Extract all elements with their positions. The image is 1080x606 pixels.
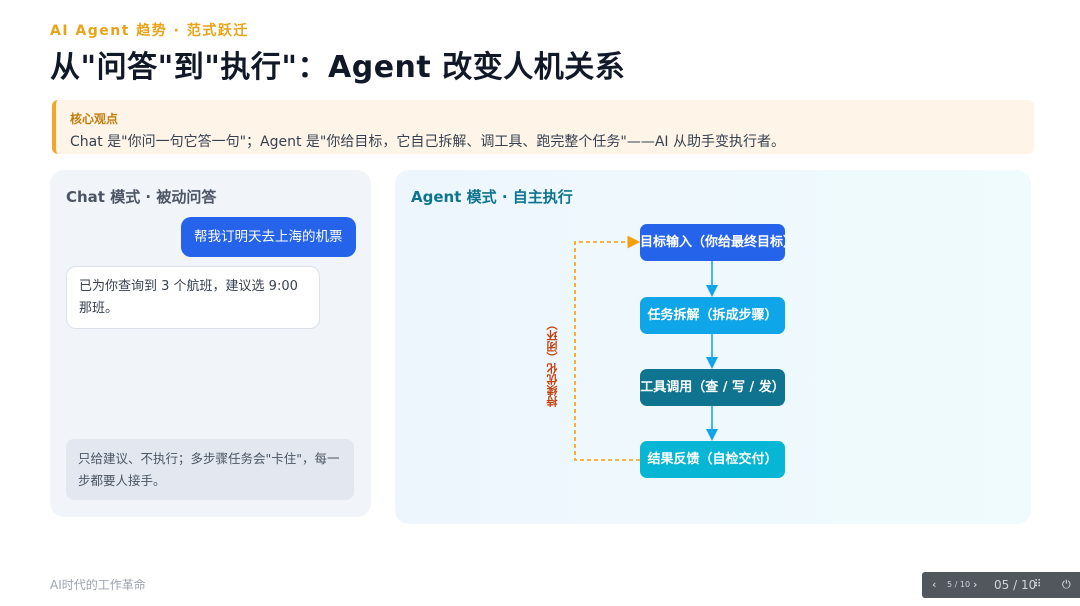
chat-limitation-note: 只给建议、不执行；多步骤任务会"卡住"，每一步都要人接手。 [66,439,354,500]
user-message-bubble: 帮我订明天去上海的机票 [181,217,356,257]
section-eyebrow: AI Agent 趋势 · 范式跃迁 [50,23,249,39]
page-title: 从"问答"到"执行"：Agent 改变人机关系 [50,50,626,85]
chat-panel-title: Chat 模式 · 被动问答 [66,188,217,206]
loop-label: 持续优化（闭环） [546,319,559,407]
page-counter: 05 / 10 [994,578,1037,592]
flow-step-tool-call: 工具调用（查 / 写 / 发） [640,369,785,406]
bot-message-bubble: 已为你查询到 3 个航班，建议选 9:00 那班。 [66,266,320,329]
flow-step-task-breakdown: 任务拆解（拆成步骤） [640,297,785,334]
grid-icon[interactable]: ⠿ [1034,579,1042,590]
flow-step-goal-input: 目标输入（你给最终目标） [640,224,785,261]
callout-text: Chat 是"你问一句它答一句"；Agent 是"你给目标，它自己拆解、调工具、… [70,134,785,150]
slide-pager: ‹ 5 / 10 › 05 / 10 ⠿ ⏻ [922,572,1080,598]
agent-mode-panel: Agent 模式 · 自主执行 目标输入（你给最终目标） 任务拆解（拆成步骤） … [395,170,1031,524]
power-icon[interactable]: ⏻ [1062,578,1071,591]
chat-mode-panel: Chat 模式 · 被动问答 帮我订明天去上海的机票 已为你查询到 3 个航班，… [50,170,371,517]
flow-connectors [574,235,718,461]
footer-text: AI时代的工作革命 [50,578,146,592]
agent-panel-title: Agent 模式 · 自主执行 [411,188,573,206]
page-counter-small: 5 / 10 [947,580,971,589]
flow-step-result-feedback: 结果反馈（自检交付） [640,441,785,478]
key-point-callout: 核心观点 Chat 是"你问一句它答一句"；Agent 是"你给目标，它自己拆解… [52,100,1034,154]
chevron-left-icon[interactable]: ‹ [932,578,937,591]
chevron-right-icon[interactable]: › [973,578,978,591]
callout-label: 核心观点 [70,112,119,126]
